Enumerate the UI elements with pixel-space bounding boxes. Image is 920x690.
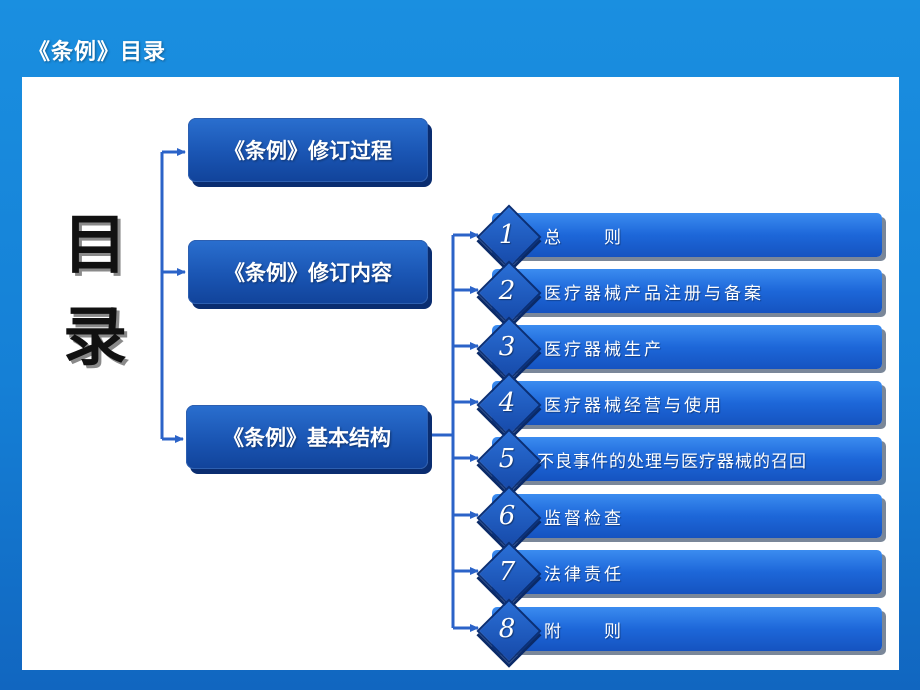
structure-item-8[interactable]: 附 则 <box>492 607 882 651</box>
main-item-label: 《条例》修订内容 <box>224 261 392 285</box>
structure-item-label: 医疗器械经营与使用 <box>544 395 724 416</box>
main-item-label: 《条例》基本结构 <box>223 426 391 450</box>
number-label-2: 2 <box>498 276 516 306</box>
structure-item-label: 总 则 <box>544 227 624 248</box>
main-item-revision-process[interactable]: 《条例》修订过程 <box>188 118 428 182</box>
number-label-1: 1 <box>498 220 516 250</box>
structure-item-label: 医疗器械产品注册与备案 <box>544 283 764 304</box>
structure-item-6[interactable]: 监督检查 <box>492 494 882 538</box>
slide-title: 《条例》目录 <box>28 40 167 65</box>
big-title: 目 录 <box>60 200 130 384</box>
structure-item-label: 附 则 <box>544 621 624 642</box>
structure-item-label: 医疗器械生产 <box>544 339 664 360</box>
main-item-revision-content[interactable]: 《条例》修订内容 <box>188 240 428 304</box>
number-label-3: 3 <box>498 332 516 362</box>
structure-item-label: 不良事件的处理与医疗器械的召回 <box>537 451 807 472</box>
number-label-7: 7 <box>498 557 516 587</box>
structure-item-3[interactable]: 医疗器械生产 <box>492 325 882 369</box>
structure-item-label: 法律责任 <box>544 564 624 585</box>
big-title-char-1: 目 <box>63 209 127 283</box>
structure-item-5[interactable]: 不良事件的处理与医疗器械的召回 <box>492 437 882 481</box>
structure-item-1[interactable]: 总 则 <box>492 213 882 257</box>
structure-item-7[interactable]: 法律责任 <box>492 550 882 594</box>
main-item-label: 《条例》修订过程 <box>224 139 392 163</box>
number-label-4: 4 <box>498 388 516 418</box>
number-label-5: 5 <box>498 444 516 474</box>
structure-item-label: 监督检查 <box>544 508 624 529</box>
structure-item-2[interactable]: 医疗器械产品注册与备案 <box>492 269 882 313</box>
number-label-8: 8 <box>498 614 516 644</box>
structure-item-4[interactable]: 医疗器械经营与使用 <box>492 381 882 425</box>
big-title-char-2: 录 <box>63 301 127 375</box>
number-label-6: 6 <box>498 501 516 531</box>
main-item-basic-structure[interactable]: 《条例》基本结构 <box>186 405 428 469</box>
